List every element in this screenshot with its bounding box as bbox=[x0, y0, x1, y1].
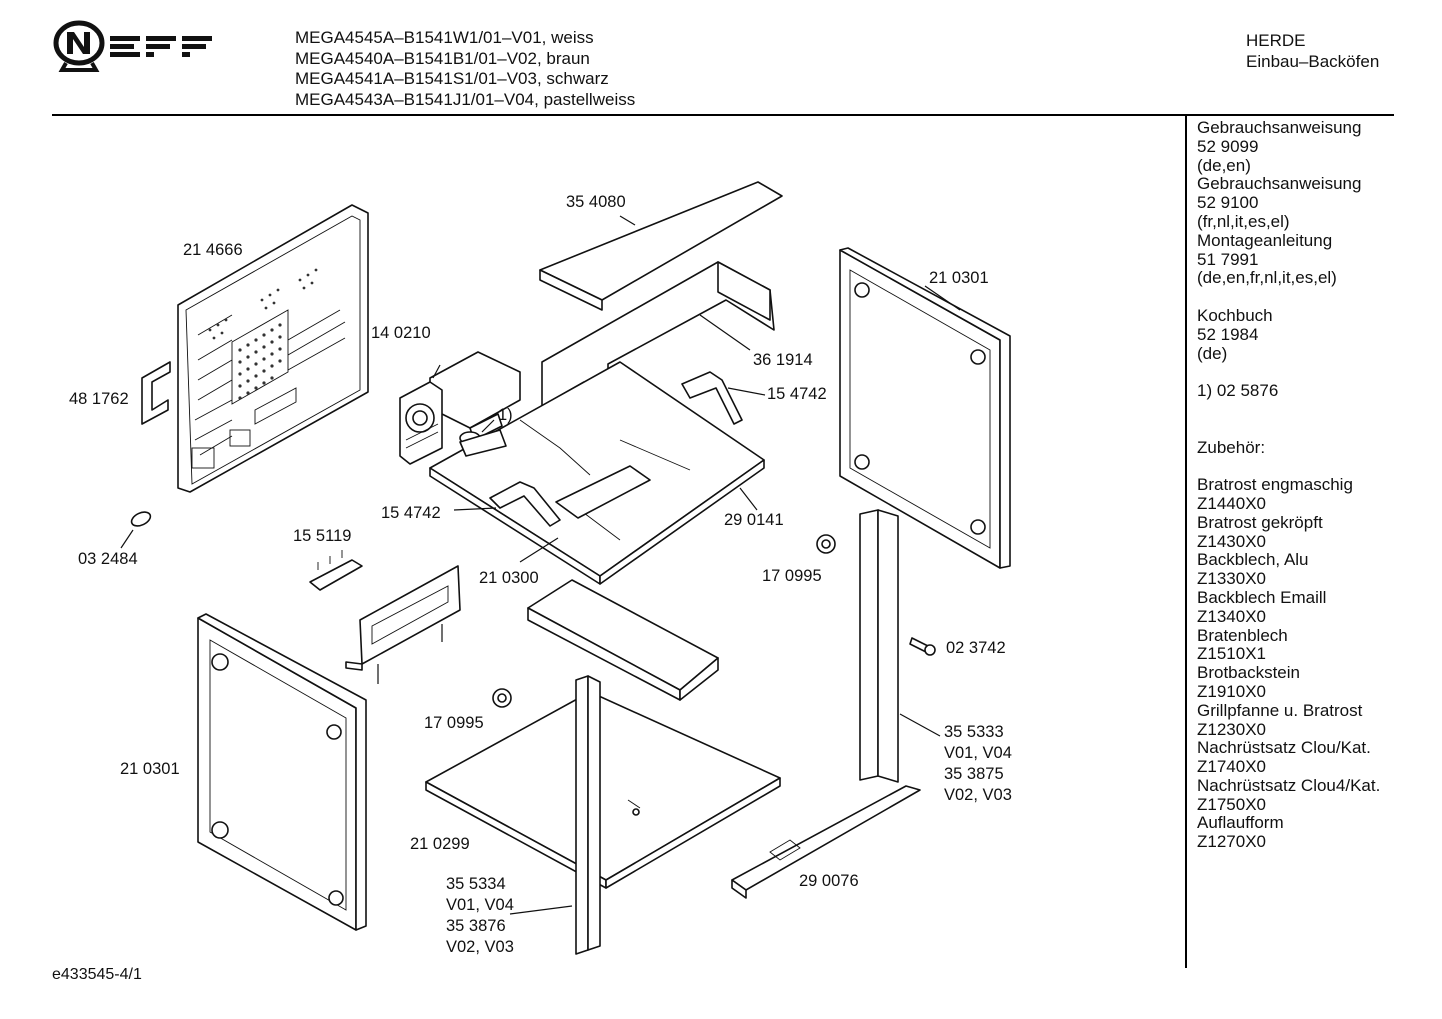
sidebar-line: Bratenblech bbox=[1197, 625, 1288, 645]
clip-155119-drawing bbox=[309, 550, 363, 591]
side-panel-right-drawing bbox=[839, 247, 1011, 569]
part-label: V01, V04 bbox=[944, 744, 1012, 762]
part-label: 15 4742 bbox=[381, 504, 441, 522]
part-label: 29 0141 bbox=[724, 511, 784, 529]
part-label: 21 0300 bbox=[479, 569, 539, 587]
model-line: MEGA4540A–B1541B1/01–V02, braun bbox=[295, 48, 590, 68]
sidebar-line: Z1750X0 bbox=[1197, 794, 1266, 814]
sidebar-line: Zubehör: bbox=[1197, 437, 1266, 457]
sidebar-line: Z1270X0 bbox=[1197, 832, 1266, 852]
sidebar-line: Backblech Emaill bbox=[1197, 587, 1327, 607]
part-label: V02, V03 bbox=[944, 786, 1012, 804]
part-label: 35 3875 bbox=[944, 765, 1004, 783]
drawing-code: e433545-4/1 bbox=[52, 966, 142, 983]
part-label: 21 0299 bbox=[410, 835, 470, 853]
strip-355333-drawing bbox=[859, 509, 941, 783]
bracket-481762-drawing bbox=[141, 361, 171, 425]
sidebar-line: Z1430X0 bbox=[1197, 531, 1266, 551]
sidebar-line: Z1740X0 bbox=[1197, 757, 1266, 777]
cavity-drawing bbox=[429, 361, 766, 585]
sidebar-line: Z1510X1 bbox=[1197, 644, 1266, 664]
sidebar-line: Grillpfanne u. Bratrost bbox=[1197, 700, 1363, 720]
top-cover-drawing bbox=[539, 181, 783, 311]
sidebar-line: Montageanleitung bbox=[1197, 230, 1333, 250]
sidebar-line: Brotbackstein bbox=[1197, 663, 1300, 683]
part-label: 15 5119 bbox=[293, 527, 352, 545]
sidebar-line: Bratrost gekröpft bbox=[1197, 512, 1323, 532]
sidebar-line: 52 1984 bbox=[1197, 324, 1259, 344]
category-line: HERDE bbox=[1246, 31, 1306, 50]
part-label: 35 5334 bbox=[446, 875, 506, 893]
sidebar-line: Gebrauchsanweisung bbox=[1197, 118, 1362, 137]
neff-logo bbox=[53, 20, 212, 72]
sidebar-line: (de,en) bbox=[1197, 155, 1251, 175]
part-label: 21 0301 bbox=[929, 269, 989, 287]
part-label: 21 4666 bbox=[183, 241, 243, 259]
floor-drawing bbox=[425, 691, 781, 889]
model-line: MEGA4541A–B1541S1/01–V03, schwarz bbox=[295, 69, 609, 88]
sidebar-line: 51 7991 bbox=[1197, 249, 1259, 269]
sidebar-line: Backblech, Alu bbox=[1197, 550, 1309, 570]
part-label: 35 5333 bbox=[944, 723, 1004, 741]
part-label: 15 4742 bbox=[767, 385, 827, 403]
sidebar-line: 52 9100 bbox=[1197, 193, 1259, 213]
category-line: Einbau–Backöfen bbox=[1246, 51, 1380, 71]
note-pointer-drawing bbox=[459, 419, 507, 457]
holder-170995-drawing bbox=[492, 534, 836, 708]
part-label: 36 1914 bbox=[753, 351, 813, 369]
strip-355334-drawing bbox=[509, 675, 601, 955]
sidebar-line: (fr,nl,it,es,el) bbox=[1197, 211, 1290, 231]
part-label: 17 0995 bbox=[762, 567, 822, 585]
part-label: 1) bbox=[498, 406, 513, 424]
part-label: 35 3876 bbox=[446, 917, 506, 935]
sidebar-line: Nachrüstsatz Clou4/Kat. bbox=[1197, 775, 1381, 795]
sidebar-line: Bratrost engmaschig bbox=[1197, 475, 1353, 495]
part-label: V02, V03 bbox=[446, 938, 514, 956]
category-block: HERDE Einbau–Backöfen bbox=[1246, 31, 1379, 72]
model-list: MEGA4545A–B1541W1/01–V01, weiss MEGA4540… bbox=[295, 28, 635, 110]
part-label: 17 0995 bbox=[424, 714, 484, 732]
sidebar-line: Auflaufform bbox=[1197, 813, 1284, 833]
sidebar-line: Nachrüstsatz Clou/Kat. bbox=[1197, 738, 1371, 758]
sidebar-line: (de,en,fr,nl,it,es,el) bbox=[1197, 268, 1337, 288]
header-divider bbox=[52, 114, 1394, 116]
sidebar-divider bbox=[1185, 116, 1187, 968]
part-label: 02 3742 bbox=[946, 639, 1006, 657]
sidebar-line: 1) 02 5876 bbox=[1197, 381, 1279, 401]
screw-023742-drawing bbox=[909, 637, 936, 656]
rail-290076-drawing bbox=[731, 785, 921, 899]
model-line: MEGA4543A–B1541J1/01–V04, pastellweiss bbox=[295, 89, 636, 109]
sidebar-line: Z1910X0 bbox=[1197, 681, 1266, 701]
sidebar-line: 52 9099 bbox=[1197, 136, 1259, 156]
part-label: 29 0076 bbox=[799, 872, 859, 890]
sidebar-line: Kochbuch bbox=[1197, 305, 1273, 325]
sidebar-line: Z1440X0 bbox=[1197, 493, 1266, 513]
control-box-drawing bbox=[527, 579, 719, 701]
sidebar-line: (de) bbox=[1197, 343, 1228, 363]
side-panel-left-drawing bbox=[197, 613, 367, 931]
part-label: 14 0210 bbox=[371, 324, 431, 342]
sidebar-line: Gebrauchsanweisung bbox=[1197, 174, 1362, 194]
bracket-frame-drawing bbox=[345, 565, 461, 684]
sidebar-line: Z1330X0 bbox=[1197, 569, 1266, 589]
part-label: 48 1762 bbox=[69, 390, 129, 408]
model-line: MEGA4545A–B1541W1/01–V01, weiss bbox=[295, 28, 594, 47]
part-label: 21 0301 bbox=[120, 760, 180, 778]
part-label: 35 4080 bbox=[566, 193, 626, 211]
fan-motor-drawing bbox=[399, 351, 521, 465]
sidebar-line: Z1340X0 bbox=[1197, 606, 1266, 626]
part-label: V01, V04 bbox=[446, 896, 514, 914]
knob-032484-drawing bbox=[120, 511, 152, 549]
sidebar-line: Z1230X0 bbox=[1197, 719, 1266, 739]
part-label: 03 2484 bbox=[78, 550, 138, 568]
back-panel-drawing bbox=[177, 204, 369, 493]
